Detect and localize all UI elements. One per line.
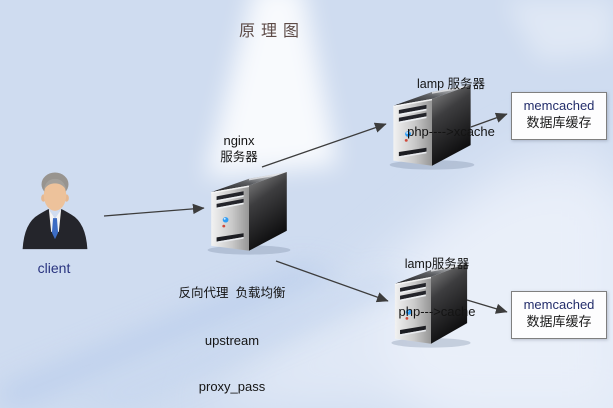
nginx-caption-line1: 反向代理 负载均衡 bbox=[178, 286, 286, 300]
arrow-nginx-to-lamp-top bbox=[261, 122, 387, 168]
nginx-caption: 反向代理 负载均衡 upstream proxy_pass bbox=[179, 255, 286, 408]
lamp-bottom-subtitle: php--->cache bbox=[398, 303, 476, 319]
lamp-bottom-title: lamp服务器 bbox=[404, 257, 470, 271]
memcached-top-box: memcached 数据库缓存 bbox=[511, 92, 607, 140]
memcached-bottom-title: memcached bbox=[523, 297, 595, 312]
client-label: client bbox=[37, 260, 71, 276]
nginx-caption-line2: upstream bbox=[204, 332, 260, 348]
memcached-bottom-subtitle: 数据库缓存 bbox=[526, 314, 592, 329]
nginx-name: nginx bbox=[223, 133, 255, 148]
memcached-bottom-box: memcached 数据库缓存 bbox=[511, 291, 607, 339]
lamp-top-subtitle: php---->xcache bbox=[407, 123, 495, 139]
nginx-server-icon bbox=[204, 167, 294, 255]
memcached-top-subtitle: 数据库缓存 bbox=[526, 115, 592, 130]
nginx-name-cn: 服务器 bbox=[220, 149, 258, 164]
lamp-top-title: lamp 服务器 bbox=[416, 77, 486, 91]
arrow-lamp-bottom-to-memcached bbox=[466, 299, 508, 314]
client-person-icon bbox=[18, 167, 92, 251]
page-title: 原理图 bbox=[238, 23, 306, 40]
nginx-caption-line3: proxy_pass bbox=[198, 379, 266, 394]
arrow-client-to-nginx bbox=[103, 203, 205, 217]
lamp-bottom-label: lamp服务器 php--->cache bbox=[399, 226, 476, 350]
lamp-top-label: lamp 服务器 php---->xcache bbox=[407, 46, 495, 170]
arrow-nginx-to-lamp-bottom bbox=[275, 260, 389, 303]
arrow-lamp-top-to-memcached bbox=[470, 112, 508, 128]
memcached-top-title: memcached bbox=[523, 98, 595, 113]
